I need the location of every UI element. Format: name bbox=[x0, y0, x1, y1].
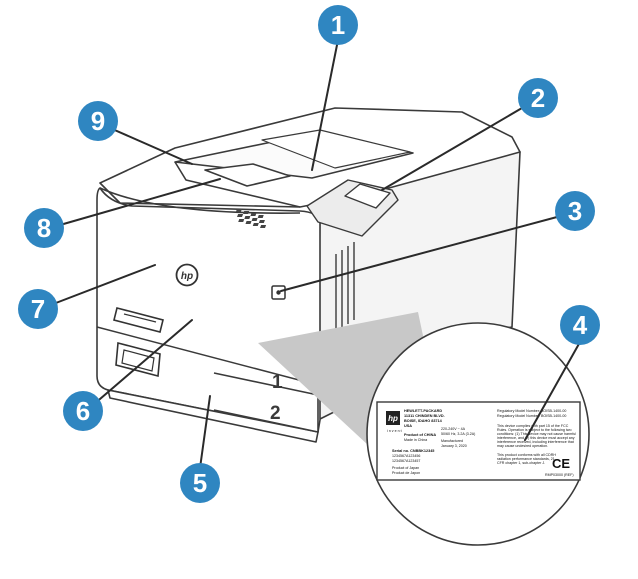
tray-1-handle-slot bbox=[121, 349, 155, 372]
callout-1: 1 bbox=[318, 5, 358, 45]
label-product-sub-2: Product de Japon bbox=[392, 471, 420, 475]
callout-6: 6 bbox=[63, 391, 103, 431]
leader-6 bbox=[92, 319, 193, 406]
leader-5 bbox=[199, 395, 211, 469]
control-panel-screen bbox=[344, 183, 391, 209]
label-manufactured-date: January 3, 2020 bbox=[441, 444, 467, 448]
hp-logo-text: hp bbox=[181, 271, 193, 282]
printer-front-lip bbox=[99, 187, 301, 214]
hp-logo: hp bbox=[175, 263, 199, 287]
callout-8-number: 8 bbox=[37, 213, 51, 243]
leader-9 bbox=[109, 127, 193, 165]
callout-2: 2 bbox=[518, 78, 558, 118]
callout-3-number: 3 bbox=[568, 196, 582, 226]
label-company-line-2: 11311 CHINDEN BLVD. bbox=[404, 414, 445, 418]
label-company-line-3: BOISE, IDAHO 83714 bbox=[404, 419, 443, 423]
label-invent: i n v e n t bbox=[387, 429, 402, 433]
label-power-1: 220-240V ~ 4A bbox=[441, 427, 466, 431]
leader-lines bbox=[47, 44, 581, 469]
callout-3: 3 bbox=[555, 191, 595, 231]
label-regulatory-1: Regulatory Model Number: BOISB-1400-00 bbox=[497, 409, 566, 413]
label-regulatory-2: Regulatory Model Number: BOISB-1400-00 bbox=[497, 414, 566, 418]
label-compliance-6: may cause undesired operation. bbox=[497, 444, 548, 448]
front-door-handle-inner bbox=[123, 313, 157, 323]
leader-8 bbox=[59, 178, 221, 226]
leader-3 bbox=[280, 216, 558, 292]
callout-4: 4 bbox=[560, 305, 600, 345]
leader-7 bbox=[47, 264, 156, 307]
label-product-of: Product of CHINA bbox=[404, 433, 436, 437]
side-vent bbox=[335, 242, 355, 332]
callout-1-number: 1 bbox=[331, 10, 345, 40]
control-panel[interactable] bbox=[235, 179, 399, 237]
label-laser-1: This product conforms with all CDRH bbox=[497, 453, 556, 457]
callout-6-number: 6 bbox=[76, 396, 90, 426]
label-serial-sub-1: 1234567A123456 bbox=[392, 454, 420, 458]
callout-7-number: 7 bbox=[31, 294, 45, 324]
product-label-zoom: hp i n v e n t HEWLETT-PACKARD 11311 CHI… bbox=[366, 322, 590, 546]
callout-9-number: 9 bbox=[91, 106, 105, 136]
callout-4-number: 4 bbox=[573, 310, 588, 340]
tray-1[interactable] bbox=[96, 326, 319, 386]
label-compliance-2: Rules. Operation is subject to the follo… bbox=[497, 428, 572, 432]
power-button[interactable] bbox=[271, 285, 286, 300]
label-product-of-sub: Made in China bbox=[404, 438, 427, 442]
label-hp-logo: hp bbox=[388, 414, 398, 423]
leader-1 bbox=[311, 44, 338, 171]
label-part-number: RMP03000 (REF) bbox=[545, 473, 574, 477]
label-product-of-2: Product of Japan bbox=[392, 466, 419, 470]
tray-1-number: 1 bbox=[272, 372, 283, 393]
output-bin-extension bbox=[204, 163, 291, 187]
product-label bbox=[376, 401, 581, 481]
label-compliance-4: interference, and (2) this device must a… bbox=[497, 436, 575, 440]
output-bin-recess bbox=[261, 129, 411, 169]
label-laser-3: CFR chapter 1, sub-chapter J. bbox=[497, 461, 545, 465]
label-serial-sub-2: 1234567A123457 bbox=[392, 459, 420, 463]
callout-8: 8 bbox=[24, 208, 64, 248]
ce-mark: CE bbox=[552, 456, 570, 471]
leader-2 bbox=[381, 107, 523, 191]
tray-2-number: 2 bbox=[270, 403, 281, 424]
label-laser-2: radiation performance standards, 21 bbox=[497, 457, 555, 461]
label-company-line-1: HEWLETT-PACKARD bbox=[404, 409, 442, 413]
callout-5-number: 5 bbox=[193, 468, 207, 498]
keypad[interactable] bbox=[235, 209, 267, 228]
callout-7: 7 bbox=[18, 289, 58, 329]
label-power-2: 50/60 Hz, 3.2A (3.2A) bbox=[441, 432, 475, 436]
top-front-edge bbox=[174, 161, 301, 208]
tray-2[interactable] bbox=[107, 372, 319, 443]
callout-5: 5 bbox=[180, 463, 220, 503]
leader-4 bbox=[524, 341, 581, 441]
callout-2-number: 2 bbox=[531, 83, 545, 113]
label-company-line-4: USA bbox=[404, 424, 412, 428]
label-serial: Serial no. CNBBK12345 bbox=[392, 449, 434, 453]
label-compliance-3: conditions: (1) This device may not caus… bbox=[497, 432, 576, 436]
label-compliance-5: interference received, including interfe… bbox=[497, 440, 574, 444]
label-manufactured: Manufactured bbox=[441, 439, 463, 443]
callout-9: 9 bbox=[78, 101, 118, 141]
